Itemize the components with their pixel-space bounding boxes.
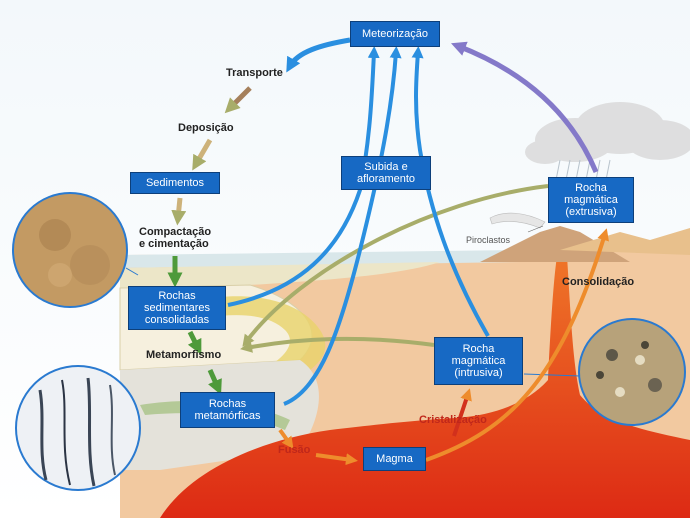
box-subida-afloramento: Subida e afloramento — [341, 156, 431, 190]
arrow-transport-to-deposition — [224, 86, 252, 114]
arrow-extrusive-to-metamorphism — [242, 184, 549, 347]
box-meteorizacao: Meteorização — [350, 21, 440, 47]
arrow-magma-to-extrusive — [425, 228, 609, 462]
strata-2 — [120, 262, 440, 288]
arrow-fusion-to-magma — [315, 453, 358, 466]
arrow-deposition-to-sediments — [192, 138, 213, 171]
label-metamorfismo: Metamorfismo — [146, 349, 222, 361]
box-rocha-extrusiva: Rocha magmática (extrusiva) — [548, 177, 634, 223]
volcano — [480, 226, 630, 262]
label-fusao: Fusão — [278, 444, 311, 456]
arrow-metamorphism-to-metamorphic — [207, 368, 222, 395]
box-magma: Magma — [363, 447, 426, 471]
arrow-uplift-1 — [227, 46, 380, 307]
box-rochas-metamorficas: Rochas metamórficas — [180, 392, 275, 428]
label-transporte: Transporte — [226, 67, 283, 79]
label-piroclastos: Piroclastos — [466, 235, 511, 245]
igneous-rock-sample — [578, 318, 686, 426]
arrow-uplift-2 — [283, 46, 402, 406]
arrow-metamorphic-to-fusion — [278, 428, 294, 449]
pyroclast-plume — [489, 212, 546, 229]
label-compactacao: Compactação e cimentação — [139, 226, 212, 250]
label-consolidacao: Consolidação — [562, 276, 635, 288]
box-rocha-intrusiva: Rocha magmática (intrusiva) — [434, 337, 523, 385]
cloud — [525, 102, 690, 164]
arrow-weathering-to-transport — [286, 37, 351, 73]
box-rochas-sedimentares: Rochas sedimentares consolidadas — [128, 286, 226, 330]
label-deposicao: Deposição — [178, 122, 234, 134]
arrow-magma-to-intrusive — [452, 388, 472, 437]
arrow-extrusive-to-weathering — [451, 41, 599, 173]
metamorphic-rock-sample — [15, 365, 141, 491]
arrow-sedimentary-to-metamorphism — [187, 330, 202, 355]
box-sedimentos: Sedimentos — [130, 172, 220, 194]
label-cristalizacao: Cristalização — [419, 414, 487, 426]
mountains — [560, 228, 690, 255]
sedimentary-rock-sample — [12, 192, 128, 308]
arrow-sediments-to-compaction — [171, 197, 187, 226]
